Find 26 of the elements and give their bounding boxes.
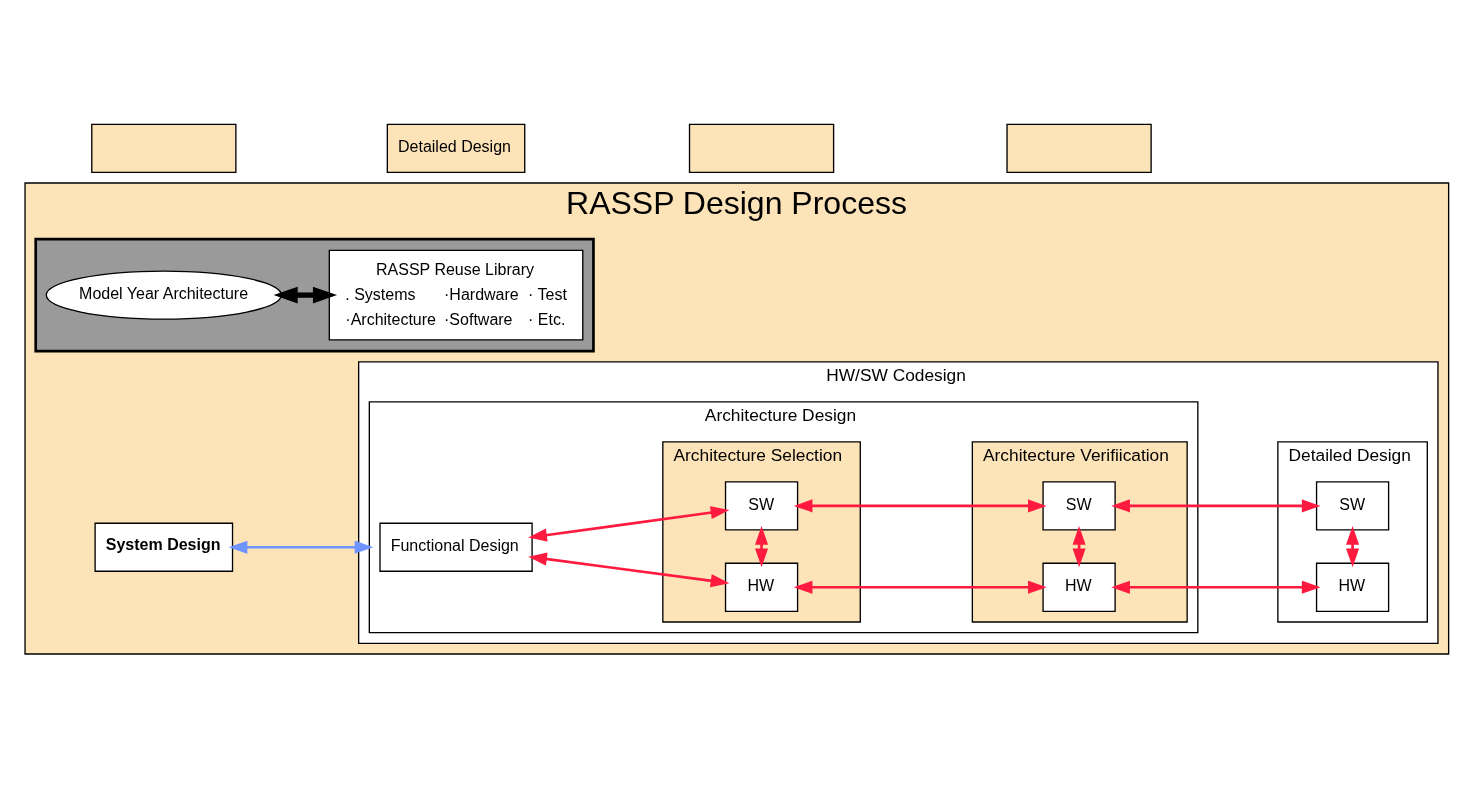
node-box: HW bbox=[724, 562, 799, 612]
arrow bbox=[793, 580, 1047, 594]
arrow bbox=[1346, 526, 1360, 568]
node-box: Functional Design bbox=[379, 522, 533, 572]
arrow bbox=[793, 499, 1047, 513]
node-box: System Design bbox=[94, 522, 234, 572]
arrow bbox=[273, 286, 338, 304]
arrow bbox=[528, 552, 730, 588]
arrow bbox=[1072, 526, 1086, 568]
node-box bbox=[91, 123, 237, 174]
arrow bbox=[1111, 580, 1321, 594]
arrow bbox=[228, 540, 374, 554]
node-ellipse: Model Year Architecture bbox=[45, 270, 282, 320]
node-box: HW bbox=[1042, 562, 1116, 612]
node-box: SW bbox=[1042, 481, 1116, 531]
node-box: SW bbox=[1315, 481, 1390, 531]
node-box: RASSP Reuse Library . Systems ·Hardware · Test ·Architecture ·Software · Etc. bbox=[328, 249, 584, 341]
node-box: SW bbox=[724, 481, 799, 531]
node-box bbox=[688, 123, 835, 174]
node-box: HW bbox=[1315, 562, 1390, 612]
arrow bbox=[1111, 499, 1321, 513]
arrow bbox=[528, 506, 730, 542]
cluster bbox=[34, 237, 595, 353]
node-box: Detailed Design bbox=[386, 123, 526, 174]
node-box bbox=[1006, 123, 1152, 174]
arrow bbox=[755, 526, 769, 568]
